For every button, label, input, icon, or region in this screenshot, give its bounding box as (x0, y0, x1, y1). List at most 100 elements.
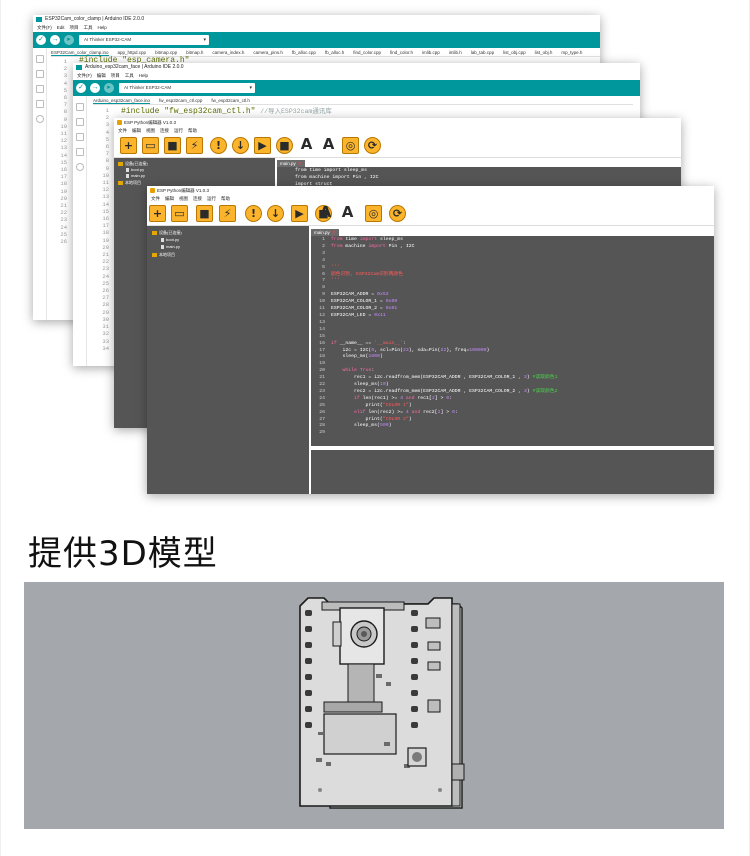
search-icon[interactable]: ◎ (365, 205, 382, 222)
menu-edit[interactable]: 编辑 (96, 73, 106, 78)
font-smaller-icon[interactable]: A (322, 135, 335, 153)
folder-icon[interactable] (35, 55, 44, 63)
debug-sidebar-icon[interactable] (75, 148, 84, 156)
menu-help[interactable]: 帮助 (188, 128, 197, 133)
run-folder-icon[interactable]: ▶ (291, 205, 308, 222)
code-editor[interactable]: 1 2 3 4 5 6 7 8 9 10 11 12 13 14 15 16 1… (311, 236, 714, 446)
tree-local[interactable]: 本地项目 (152, 252, 175, 258)
menu-connect[interactable]: 连接 (193, 196, 202, 201)
board-selector[interactable]: AI Thinker ESP32-CAM (119, 83, 255, 93)
connect-icon[interactable]: ⚡ (186, 137, 203, 154)
stop-icon[interactable]: ■ (315, 205, 332, 222)
tab-file[interactable]: app_httpd.cpp (117, 50, 147, 55)
menu-file[interactable]: 文件(F) (77, 73, 92, 78)
menu-edit[interactable]: Edit (56, 25, 65, 30)
menu-view[interactable]: 视图 (146, 128, 155, 133)
tab-file[interactable]: list_obj.h (534, 50, 553, 55)
library-icon[interactable] (75, 133, 84, 141)
tree-file-main[interactable]: main.py (126, 173, 145, 179)
open-folder-icon[interactable]: ▭ (142, 137, 159, 154)
tab-main-ino[interactable]: Arduino_esp32cam_face.ino (93, 98, 151, 104)
close-icon[interactable]: ✕ (331, 230, 336, 235)
debug-icon[interactable]: ▸ (104, 83, 114, 93)
boards-icon[interactable] (75, 118, 84, 126)
connect-icon[interactable]: ⚡ (219, 205, 236, 222)
tab-file[interactable]: bitmap.h (186, 50, 204, 55)
tree-device[interactable]: 设备(已连接) (152, 230, 182, 236)
tab-file[interactable]: list_obj.cpp (503, 50, 526, 55)
menu-tools[interactable]: 工具 (124, 73, 134, 78)
tab-file[interactable]: imlib.cpp (422, 50, 440, 55)
menu-help[interactable]: 帮助 (221, 196, 230, 201)
tab-main-py[interactable]: main.py✕ (277, 160, 305, 167)
menu-connect[interactable]: 连接 (160, 128, 169, 133)
font-larger-icon[interactable]: A (300, 135, 313, 153)
menu-file[interactable]: 文件 (118, 128, 127, 133)
board-selector[interactable]: AI Thinker ESP32-CAM (79, 35, 209, 45)
tab-file[interactable]: fb_alloc.h (324, 50, 345, 55)
run-folder-icon[interactable]: ▶ (254, 137, 271, 154)
tab-file[interactable]: find_color.h (389, 50, 414, 55)
tab-main-ino[interactable]: ESP32Cam_color_clamp.ino (51, 50, 109, 56)
console-panel[interactable] (311, 448, 714, 494)
font-larger-icon[interactable]: A (319, 203, 332, 221)
verify-icon[interactable]: ✓ (76, 83, 86, 93)
stop-icon[interactable]: ■ (276, 137, 293, 154)
editor-toolbar: + ▭ ■ ⚡ ! ↓ ▶ ■ A A ◎ ⟳ (114, 134, 681, 158)
upload-icon[interactable]: → (90, 83, 100, 93)
download-icon[interactable]: ↓ (267, 205, 284, 222)
menu-help[interactable]: Help (138, 73, 149, 78)
search-icon[interactable] (35, 115, 44, 123)
tab-file[interactable]: fw_esp32cam_ctl.h (211, 98, 250, 103)
menu-run[interactable]: 运行 (207, 196, 216, 201)
menu-file[interactable]: 文件 (151, 196, 160, 201)
folder-icon[interactable] (75, 103, 84, 111)
save-icon[interactable]: ■ (196, 205, 213, 222)
refresh-icon[interactable]: ⟳ (364, 137, 381, 154)
menu-help[interactable]: Help (97, 25, 107, 30)
tab-file[interactable]: lab_tab.cpp (470, 50, 495, 55)
menu-edit[interactable]: 编辑 (165, 196, 174, 201)
tab-file[interactable]: mp_type.h (561, 50, 583, 55)
tab-main-py[interactable]: main.py✕ (311, 229, 339, 236)
tab-file[interactable]: bitmap.cpp (155, 50, 178, 55)
menu-file[interactable]: 文件(F) (37, 25, 52, 30)
menu-tools[interactable]: 工具 (83, 25, 93, 30)
info-icon[interactable]: ! (245, 205, 262, 222)
tab-file[interactable]: find_color.cpp (353, 50, 381, 55)
boards-icon[interactable] (35, 70, 44, 78)
debug-icon[interactable]: ▸ (64, 35, 74, 45)
tree-local[interactable]: 本地项目 (118, 180, 141, 186)
info-icon[interactable]: ! (210, 137, 227, 154)
tab-file[interactable]: fw_esp32cam_ctl.cpp (159, 98, 203, 103)
menu-sketch[interactable]: 项目 (69, 25, 79, 30)
font-smaller-icon[interactable]: A (341, 203, 354, 221)
tab-file[interactable]: fb_alloc.cpp (291, 50, 316, 55)
download-icon[interactable]: ↓ (232, 137, 249, 154)
menu-edit[interactable]: 编辑 (132, 128, 141, 133)
refresh-icon[interactable]: ⟳ (389, 205, 406, 222)
upload-icon[interactable]: → (50, 35, 60, 45)
new-icon[interactable]: + (149, 205, 166, 222)
menu-run[interactable]: 运行 (174, 128, 183, 133)
code-line[interactable]: #include "esp_camera.h" (79, 56, 190, 65)
tree-device[interactable]: 设备(已连接) (118, 161, 148, 167)
search-icon[interactable]: ◎ (342, 137, 359, 154)
search-icon[interactable] (75, 163, 84, 171)
tree-file-boot[interactable]: boot.py (161, 237, 179, 243)
code-line[interactable]: #include "fw_esp32cam_ctl.h" //导入ESP32ca… (121, 107, 332, 116)
menu-view[interactable]: 视图 (179, 196, 188, 201)
tab-file[interactable]: imlib.h (448, 50, 462, 55)
close-icon[interactable]: ✕ (297, 161, 302, 166)
verify-icon[interactable]: ✓ (36, 35, 46, 45)
tab-file[interactable]: camera_index.h (212, 50, 245, 55)
tree-file-main[interactable]: main.py (161, 244, 180, 250)
new-icon[interactable]: + (120, 137, 137, 154)
tab-file[interactable]: camera_pins.h (253, 50, 283, 55)
library-icon[interactable] (35, 85, 44, 93)
tree-file-boot[interactable]: boot.py (126, 167, 144, 173)
menu-sketch[interactable]: 项目 (110, 73, 120, 78)
save-icon[interactable]: ■ (164, 137, 181, 154)
debug-sidebar-icon[interactable] (35, 100, 44, 108)
open-folder-icon[interactable]: ▭ (171, 205, 188, 222)
